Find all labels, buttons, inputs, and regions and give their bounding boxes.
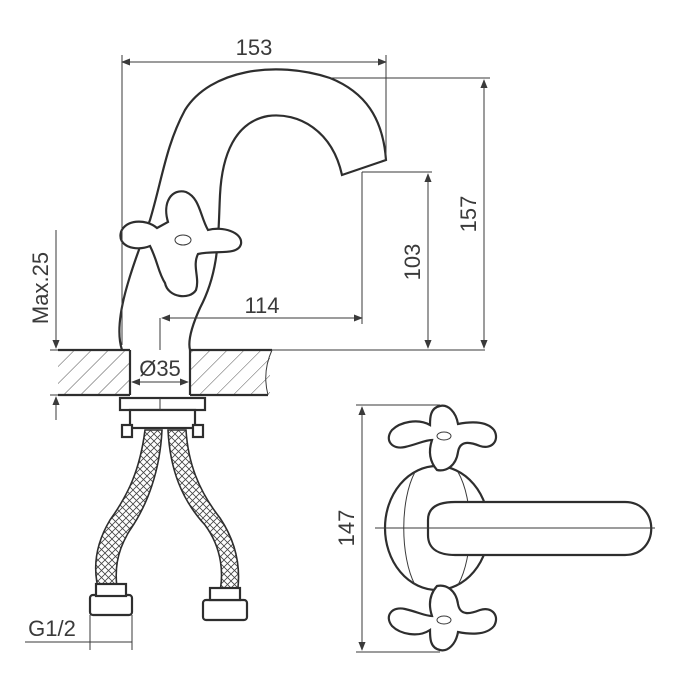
supply-hoses bbox=[88, 429, 249, 622]
dim-overall-length: 153 bbox=[121, 35, 387, 345]
dim-deck-thickness: Max.25 bbox=[28, 230, 60, 420]
dim-spout-height: 103 bbox=[362, 171, 432, 349]
cross-handle-front bbox=[119, 190, 243, 298]
cross-handle-bottom bbox=[387, 584, 498, 652]
dim-label-overall-length: 153 bbox=[236, 35, 273, 60]
dim-label-spout-height: 103 bbox=[400, 244, 425, 281]
dim-label-overall-height: 157 bbox=[456, 196, 481, 233]
mounting-nut bbox=[118, 396, 207, 439]
dim-inlet-thread: G1/2 bbox=[25, 615, 133, 650]
dim-label-deck-thickness: Max.25 bbox=[28, 252, 53, 324]
cross-handle-top bbox=[387, 404, 498, 472]
dim-mounting-hole: Ø35 bbox=[131, 356, 189, 386]
dim-label-spout-reach: 114 bbox=[244, 293, 279, 318]
side-view: 153 157 103 114 Max.25 bbox=[25, 35, 490, 650]
dim-label-inlet-thread: G1/2 bbox=[28, 616, 76, 641]
dim-label-mounting-hole: Ø35 bbox=[139, 356, 181, 381]
dim-label-handle-span: 147 bbox=[334, 510, 359, 547]
dim-handle-span: 147 bbox=[334, 404, 440, 653]
dim-overall-height: 157 bbox=[330, 77, 490, 349]
dim-spout-reach: 114 bbox=[161, 172, 363, 324]
countertop-section bbox=[58, 348, 485, 397]
top-view: 147 bbox=[334, 404, 655, 653]
